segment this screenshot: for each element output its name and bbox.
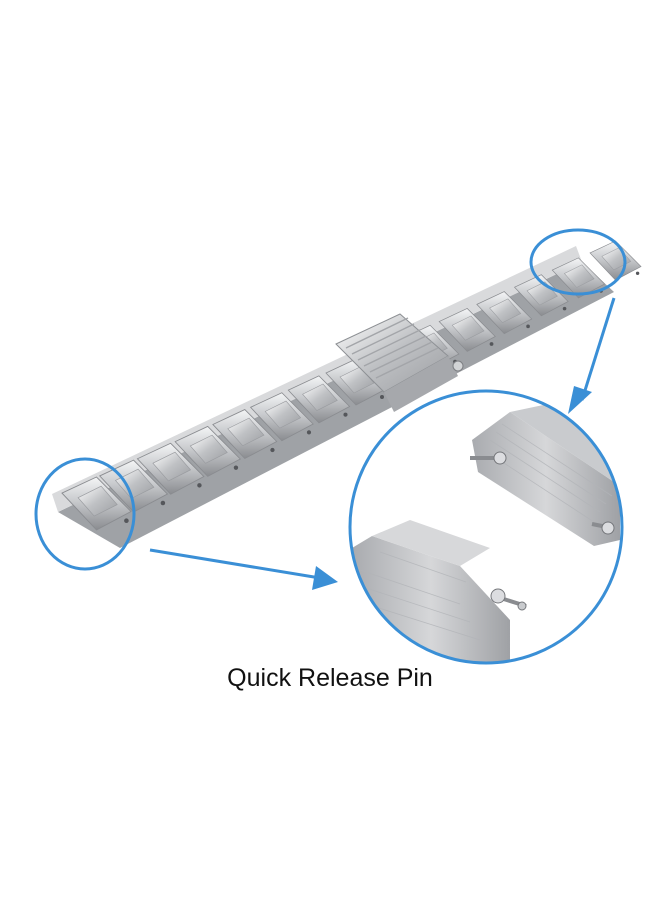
bracelet-link xyxy=(476,291,533,335)
bracelet-link xyxy=(438,307,496,352)
bracelet-link xyxy=(136,442,205,495)
caption-text: Quick Release Pin xyxy=(227,664,433,692)
watch-bracelet xyxy=(52,240,642,548)
bracelet-link xyxy=(212,409,278,460)
bracelet-link xyxy=(287,375,351,424)
arrow-down-left-icon xyxy=(568,297,616,414)
callout-circle-left-end xyxy=(34,457,136,571)
bracelet-link xyxy=(61,476,132,531)
bracelet-link xyxy=(249,392,314,442)
bracelet-link xyxy=(174,425,242,477)
bracelet-link xyxy=(551,257,606,299)
bracelet-link xyxy=(589,240,642,281)
arrow-right-icon xyxy=(149,548,338,590)
callout-circle-right-end xyxy=(529,228,627,296)
zoomed-detail-circle xyxy=(348,389,624,665)
bracelet-clasp xyxy=(335,313,464,412)
